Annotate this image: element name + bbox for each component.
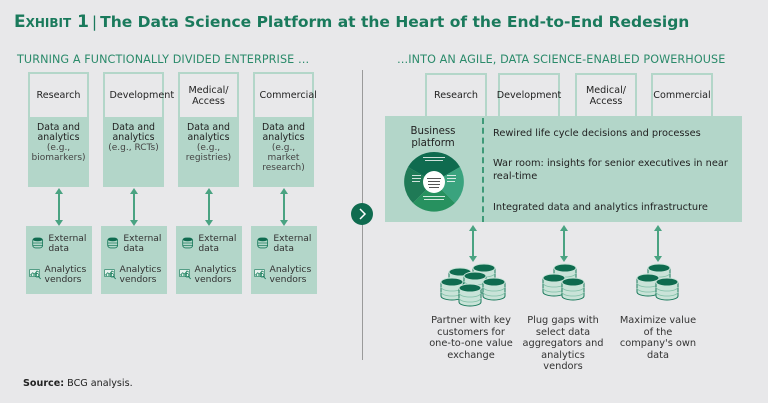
analytics-vendors-label: Analytics vendors [194, 264, 237, 285]
database-stack-icon [542, 263, 585, 301]
business-platform-title: Business platform [410, 126, 456, 149]
function-name: Medical/ Access [178, 72, 239, 117]
bidirectional-arrow [654, 225, 662, 262]
right-heading: …INTO AN AGILE, DATA SCIENCE-ENABLED POW… [397, 53, 726, 66]
data-label: Data and [36, 122, 80, 133]
analytics-vendors-item: Analytics vendors [104, 265, 170, 285]
platform-divider [482, 118, 484, 222]
title-text: The Data Science Platform at the Heart o… [100, 13, 690, 31]
exhibit-title: Exhibit 1|The Data Science Platform at t… [14, 12, 689, 32]
database-icon [32, 237, 44, 249]
bidirectional-arrow [55, 188, 63, 226]
bidirectional-arrow [469, 225, 477, 262]
function-name: Commercial [253, 72, 317, 117]
right-function-medical-access: Medical/ Access [575, 73, 637, 116]
bidirectional-arrow [280, 188, 288, 226]
analytics-vendors-label: Analytics vendors [269, 264, 312, 285]
database-cylinder [655, 277, 679, 301]
chart-magnifier-icon [29, 269, 42, 280]
database-cylinder [636, 273, 660, 297]
database-icon [107, 237, 119, 249]
source-label: Source: [23, 378, 65, 389]
database-cylinder [561, 277, 585, 301]
bidirectional-arrow [130, 188, 138, 226]
platform-point: War room: insights for senior executives… [493, 158, 728, 182]
bidirectional-arrow [560, 225, 568, 262]
left-heading: TURNING A FUNCTIONALLY DIVIDED ENTERPRIS… [17, 53, 310, 66]
platform-wheel-icon [404, 152, 464, 212]
data-label: analytics [37, 132, 80, 143]
analytics-vendors-item: Analytics vendors [254, 265, 320, 285]
database-cylinder [458, 283, 482, 307]
right-function-research: Research [425, 73, 487, 116]
analytics-vendors-label: Analytics vendors [119, 264, 162, 285]
data-label: analytics [112, 132, 155, 143]
database-icon [182, 237, 194, 249]
chevron-right-icon [359, 208, 367, 220]
platform-point: Rewired life cycle decisions and process… [493, 128, 701, 139]
chart-magnifier-icon [254, 269, 267, 280]
external-data-label: External data [198, 233, 237, 254]
bidirectional-arrow [205, 188, 213, 226]
data-label: Data and [111, 122, 155, 133]
external-data-item: External data [32, 234, 92, 254]
source-caption: Plug gaps with select data aggregators a… [522, 315, 604, 372]
title-separator: | [91, 13, 98, 31]
external-data-label: External data [273, 233, 312, 254]
data-label: Data and [186, 122, 230, 133]
data-label: analytics [187, 132, 230, 143]
database-icon [257, 237, 269, 249]
function-name: Research [28, 72, 89, 117]
source-caption: Partner with key customers for one-to-on… [429, 315, 513, 361]
right-function-development: Development [497, 73, 561, 116]
database-cluster-icon [440, 263, 506, 307]
database-cylinder [482, 277, 506, 301]
chart-magnifier-icon [179, 269, 192, 280]
data-example: (e.g., registries) [185, 143, 232, 163]
data-label: Data and [261, 122, 305, 133]
external-data-label: External data [48, 233, 87, 254]
database-cylinder [542, 273, 566, 297]
external-data-label: External data [123, 233, 162, 254]
data-example: (e.g., market research) [262, 143, 305, 173]
function-name: Development [103, 72, 174, 117]
data-example: (e.g., RCTs) [108, 143, 159, 153]
data-label: analytics [262, 132, 305, 143]
source-text: BCG analysis. [67, 378, 133, 389]
external-data-item: External data [257, 234, 317, 254]
analytics-vendors-item: Analytics vendors [179, 265, 245, 285]
database-stack-icon [636, 263, 679, 301]
source-note: Source: BCG analysis. [23, 378, 133, 389]
chart-magnifier-icon [104, 269, 117, 280]
analytics-vendors-label: Analytics vendors [44, 264, 87, 285]
external-data-item: External data [182, 234, 242, 254]
analytics-vendors-item: Analytics vendors [29, 265, 95, 285]
source-caption: Maximize value of the company's own data [619, 315, 697, 361]
transition-arrow-button [351, 203, 373, 225]
exhibit-label: Exhibit 1 [14, 12, 89, 32]
external-data-item: External data [107, 234, 167, 254]
right-function-commercial: Commercial [651, 73, 713, 116]
platform-point: Integrated data and analytics infrastruc… [493, 202, 708, 213]
data-example: (e.g., biomarkers) [31, 143, 86, 163]
